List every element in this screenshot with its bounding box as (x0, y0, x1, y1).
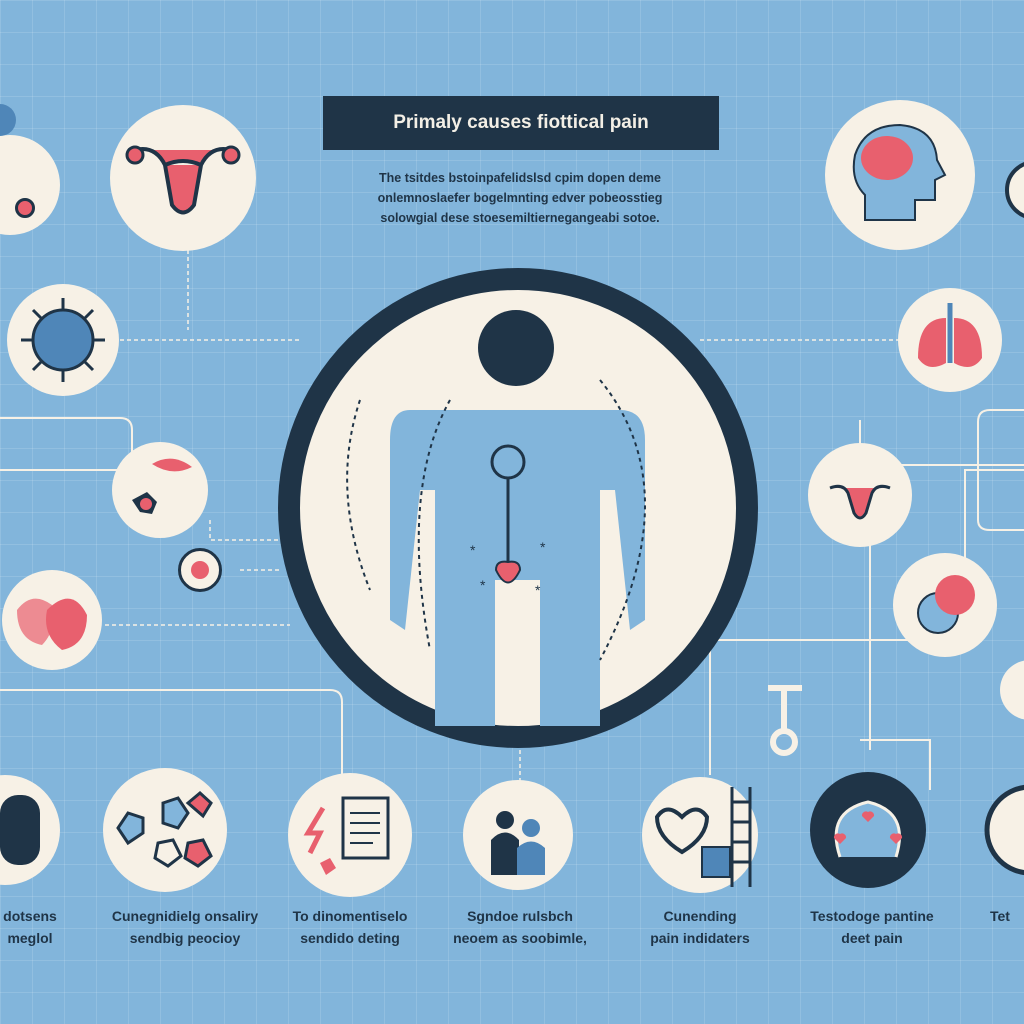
subtitle-line: The tsitdes bstoinpafelidslsd cpim dopen… (379, 171, 661, 185)
gland-icon-circle (112, 442, 208, 538)
caption-line: Cunegnidielg onsaliry (111, 908, 259, 924)
caption-line: neoem as soobimle, (453, 930, 587, 946)
subtitle-line: onlemnoslaefer bogelmnting edver pobeoss… (377, 191, 663, 205)
caption-line: deet pain (841, 930, 903, 946)
svg-text:*: * (540, 539, 546, 555)
caption-line: sendbig peocioy (129, 930, 241, 946)
document-icon-circle (288, 773, 412, 897)
body-figure-circle: * * * * (278, 268, 758, 748)
tissue-icon-circle (2, 570, 102, 670)
uterus-icon-circle (110, 105, 256, 251)
document-icon (303, 796, 390, 875)
caption-line: sendido deting (300, 930, 400, 946)
people-icon-circle (463, 780, 573, 890)
caption: Tet (990, 905, 1024, 927)
cells-icon-circle (893, 553, 997, 657)
stethoscope-icon (833, 800, 903, 858)
cells-icon (917, 575, 975, 634)
molecule-icon (116, 791, 213, 868)
caption-line: meglol (7, 930, 53, 946)
caption-line: pain indidaters (650, 930, 750, 946)
svg-text:*: * (480, 577, 486, 593)
head-brain-icon-circle (825, 100, 975, 250)
small-organ-circle (178, 548, 222, 592)
caption-line: Sgndoe rulsbch (467, 908, 573, 924)
stethoscope-icon-circle (810, 772, 926, 888)
organ-icon (191, 561, 209, 579)
caption: Cunending pain indidaters (615, 905, 785, 949)
caption-line: Testodoge pantine (810, 908, 934, 924)
svg-text:*: * (535, 582, 541, 598)
subtitle: The tsitdes bstoinpafelidslsd cpim dopen… (330, 168, 710, 228)
caption: Cunegnidielg onsaliry sendbig peocioy (100, 905, 270, 949)
edge-circles (0, 104, 1024, 885)
subtitle-line: solowgial dese stoesemiltiernegangeabi s… (380, 211, 660, 225)
caption: dotsens meglol (0, 905, 115, 949)
uterus-small-icon (829, 484, 891, 520)
head-brain-icon (852, 123, 947, 221)
virus-icon-circle (7, 284, 119, 396)
caption-line: Tet (990, 908, 1010, 924)
molecule-icon-circle (103, 768, 227, 892)
title-text: Primaly causes fiottical pain (393, 112, 649, 133)
heart-ladder-icon (654, 787, 752, 887)
uterus-small-icon-circle (808, 443, 912, 547)
virus-icon (21, 298, 105, 382)
title-banner: Primaly causes fiottical pain (323, 96, 719, 150)
svg-text:*: * (470, 542, 476, 558)
tissue-icon (17, 598, 87, 650)
caption-line: To dinomentiselo (292, 908, 408, 924)
caption: Sgndoe rulsbch neoem as soobimle, (435, 905, 605, 949)
cell-icon (15, 198, 35, 218)
human-body-icon: * * * * (346, 310, 646, 726)
caption-line: Cunending (663, 908, 737, 924)
lungs-icon-circle (898, 288, 1002, 392)
caption-line: dotsens (3, 908, 57, 924)
caption: To dinomentiselo sendido deting (265, 905, 435, 949)
heart-ladder-icon-circle (642, 777, 758, 893)
caption: Testodoge pantine deet pain (787, 905, 957, 949)
uterus-icon (125, 145, 241, 215)
lungs-icon (918, 303, 982, 367)
gland-icon (132, 458, 192, 514)
people-icon (491, 811, 545, 875)
